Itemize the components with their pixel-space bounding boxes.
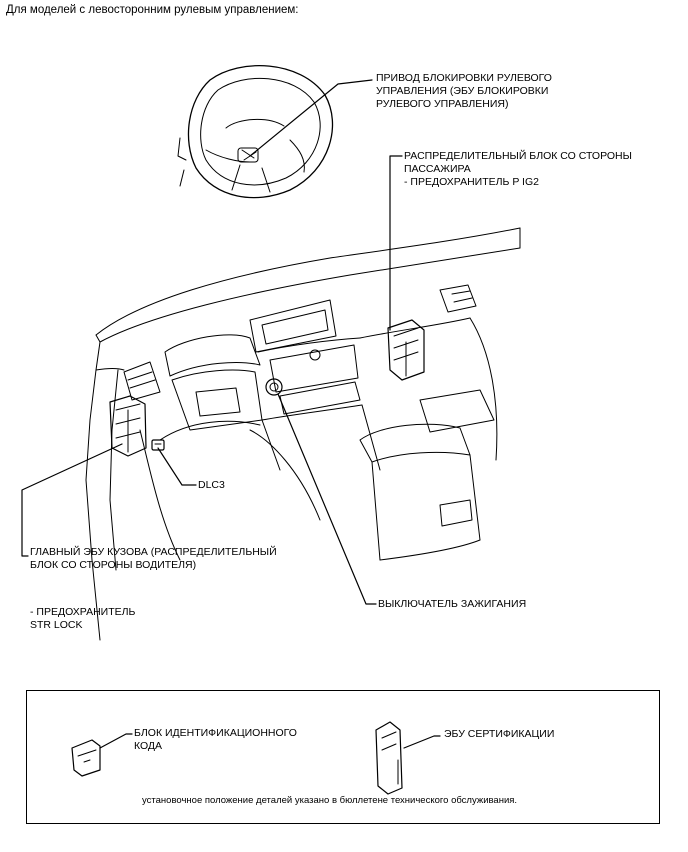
legend-box: [26, 690, 660, 824]
callout-main-body-ecu-line-1: ГЛАВНЫЙ ЭБУ КУЗОВА (РАСПРЕДЕЛИТЕЛЬНЫЙ: [30, 546, 277, 558]
callout-main-body-ecu: ГЛАВНЫЙ ЭБУ КУЗОВА (РАСПРЕДЕЛИТЕЛЬНЫЙ БЛ…: [30, 546, 277, 572]
page-caption: Для моделей с левосторонним рулевым упра…: [6, 4, 299, 16]
legend-note: установочное положение деталей указано в…: [142, 795, 518, 806]
callout-main-body-ecu-line-2: БЛОК СО СТОРОНЫ ВОДИТЕЛЯ): [30, 559, 197, 571]
legend-id-code-box-line-1: БЛОК ИДЕНТИФИКАЦИОННОГО: [134, 727, 297, 739]
callout-fuse-line-1: - ПРЕДОХРАНИТЕЛЬ: [30, 606, 136, 618]
callout-passenger-jb-line-1: РАСПРЕДЕЛИТЕЛЬНЫЙ БЛОК СО СТОРОНЫ: [404, 150, 632, 162]
legend-drawings: [71, 721, 441, 795]
instrument-panel-drawing: [85, 227, 521, 641]
callout-steering-lock-line-2: УПРАВЛЕНИЯ (ЭБУ БЛОКИРОВКИ: [376, 85, 549, 97]
callout-passenger-junction-block: РАСПРЕДЕЛИТЕЛЬНЫЙ БЛОК СО СТОРОНЫ ПАССАЖ…: [404, 150, 632, 189]
steering-wheel-drawing: [177, 65, 334, 199]
callout-steering-lock-actuator: ПРИВОД БЛОКИРОВКИ РУЛЕВОГО УПРАВЛЕНИЯ (Э…: [376, 72, 552, 111]
callout-passenger-jb-line-3: - ПРЕДОХРАНИТЕЛЬ P IG2: [404, 176, 539, 188]
leader-lines: [21, 79, 403, 605]
callout-steering-lock-line-1: ПРИВОД БЛОКИРОВКИ РУЛЕВОГО: [376, 72, 552, 84]
callout-ignition-switch: ВЫКЛЮЧАТЕЛЬ ЗАЖИГАНИЯ: [378, 598, 527, 610]
callout-steering-lock-line-3: РУЛЕВОГО УПРАВЛЕНИЯ): [376, 98, 509, 110]
callout-passenger-jb-line-2: ПАССАЖИРА: [404, 163, 471, 175]
legend-id-code-box: БЛОК ИДЕНТИФИКАЦИОННОГО КОДА: [134, 727, 297, 753]
callout-dlc3: DLC3: [198, 479, 225, 491]
callout-fuse-line-2: STR LOCK: [30, 619, 83, 631]
legend-id-code-box-line-2: КОДА: [134, 740, 163, 752]
legend-certification-ecu: ЭБУ СЕРТИФИКАЦИИ: [444, 728, 555, 740]
callout-fuse-str-lock: - ПРЕДОХРАНИТЕЛЬ STR LOCK: [30, 606, 135, 632]
